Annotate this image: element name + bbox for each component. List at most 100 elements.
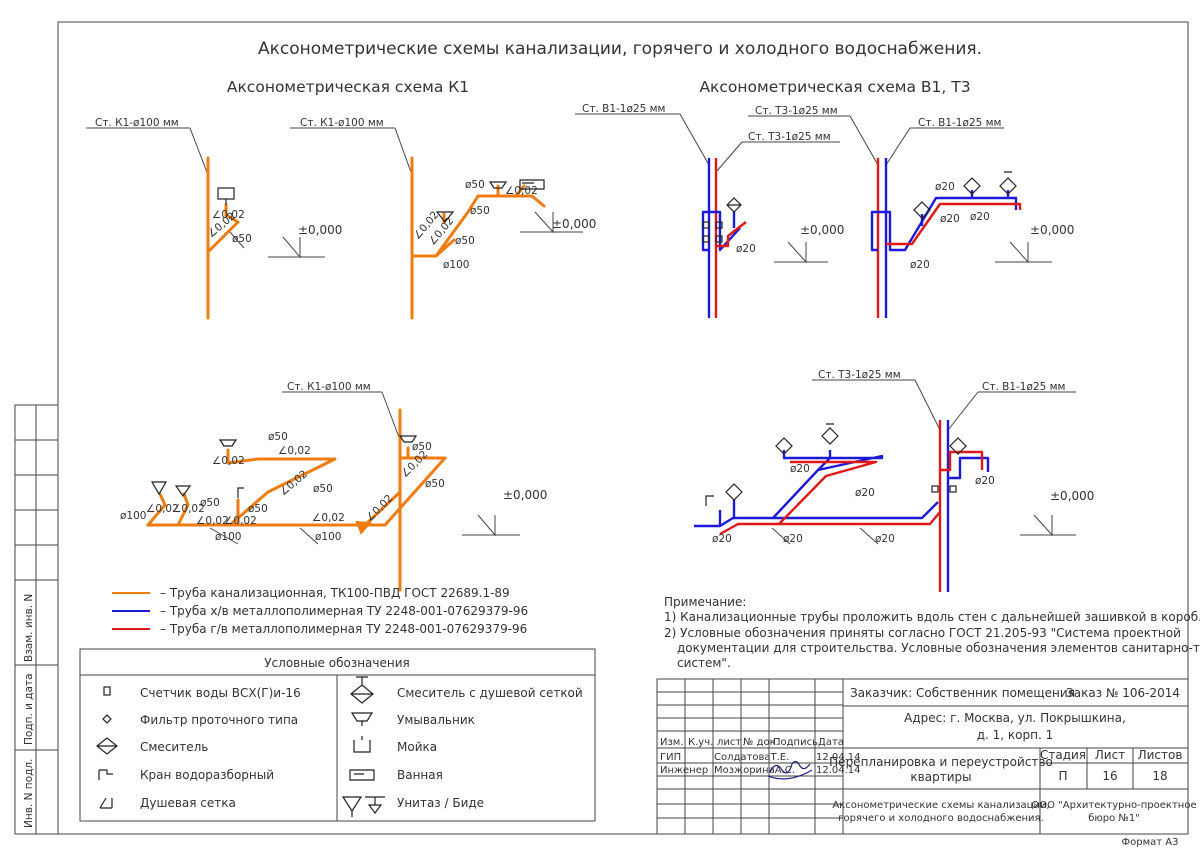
stamp-sheets-header: Листов — [1138, 748, 1183, 762]
mixer-icon — [96, 737, 118, 755]
shower-mixer-icon — [726, 197, 742, 213]
water-meter-icon — [949, 485, 957, 493]
stamp-role: Инженер — [660, 765, 708, 776]
stamp-header: № док. — [743, 737, 779, 748]
level-mark: ±0,000 — [552, 217, 596, 231]
level-mark: ±0,000 — [1050, 489, 1094, 503]
stamp-name: СолдатоваТ.Е. — [714, 752, 789, 763]
notes-line: систем". — [677, 656, 731, 670]
bidet-icon — [174, 485, 192, 498]
washbasin-icon — [218, 439, 238, 447]
shower-mixer-icon — [821, 423, 839, 445]
diameter-label: ø20 — [975, 475, 995, 487]
slope-label: ∠0,02 — [399, 448, 431, 480]
mixer-icon — [725, 483, 743, 501]
pipe-legend-item: – Труба х/в металлополимерная ТУ 2248-00… — [160, 604, 528, 618]
toilet-icon — [435, 211, 455, 223]
toilet-bidet-icon — [341, 796, 385, 817]
stamp-customer: Заказчик: Собственник помещения — [850, 686, 1075, 700]
scheme-b1t3-title: Аксонометрическая схема В1, Т3 — [699, 78, 970, 96]
level-mark: ±0,000 — [503, 488, 547, 502]
diameter-label: ø20 — [783, 533, 803, 545]
water-meter-icon — [931, 485, 939, 493]
k1-diagram-1: Ст. К1-ø100 мм ∠0,02 ∠0,02 ø50 ±0,000 — [86, 117, 342, 320]
legend-item-label: Ванная — [397, 768, 443, 782]
notes: Примечание: 1) Канализационные трубы про… — [664, 595, 1200, 670]
stamp-project: Перепланировка и переустройство — [829, 755, 1053, 769]
stamp-org: бюро №1" — [1088, 813, 1140, 824]
diameter-label: ø20 — [790, 463, 810, 475]
diameter-label: ø50 — [200, 497, 220, 509]
shower-mixer-icon — [999, 171, 1017, 195]
b1t3-diagram-1: Ст. В1-1ø25 мм Ст. Т3-1ø25 мм ø20 ±0,000 — [575, 103, 844, 318]
riser-label: Ст. К1-ø100 мм — [95, 117, 179, 129]
slope-label: ∠0,02 — [278, 445, 311, 457]
diameter-label: ø50 — [455, 235, 475, 247]
stamp-date: 12.04.14 — [816, 765, 861, 776]
level-mark: ±0,000 — [1030, 223, 1074, 237]
legend-item-label: Умывальник — [397, 713, 475, 727]
stamp-drawing: горячего и холодного водоснабжения. — [838, 813, 1043, 824]
stamp-drawing: Аксонометрические схемы канализации, — [832, 800, 1049, 811]
stamp-header: лист — [717, 737, 741, 748]
stamp-header: Дата — [818, 737, 844, 748]
slope-label: ∠0,02 — [196, 515, 229, 527]
washbasin-icon — [398, 435, 418, 443]
diameter-label: ø20 — [855, 487, 875, 499]
stamp-address: Адрес: г. Москва, ул. Покрышкина, — [904, 711, 1126, 725]
diameter-label: ø50 — [232, 233, 252, 245]
legend-item-label: Мойка — [397, 740, 437, 754]
legend-item-label: Счетчик воды ВСХ(Г)и-16 — [140, 686, 301, 700]
symbols-legend: Условные обозначения Счетчик воды ВСХ(Г)… — [79, 648, 596, 822]
side-stamp-label: Подп. и дата — [23, 673, 35, 745]
washbasin-icon — [488, 181, 508, 189]
legend-item-label: Смеситель с душевой сеткой — [397, 686, 583, 700]
mixer-icon — [949, 437, 967, 455]
legend-item-label: Смеситель — [140, 740, 208, 754]
diameter-label: ø20 — [970, 211, 990, 223]
bathtub-icon — [519, 179, 545, 190]
riser-label: Ст. Т3-1ø25 мм — [755, 105, 838, 117]
diameter-label: ø20 — [910, 259, 930, 271]
diameter-label: ø50 — [248, 503, 268, 515]
diameter-label: ø50 — [465, 179, 485, 191]
toilet-icon — [150, 481, 168, 496]
diameter-label: ø100 — [315, 531, 341, 543]
diameter-label: ø50 — [268, 431, 288, 443]
stamp-header: Подпись — [773, 737, 818, 748]
pipe-legend-item: – Труба канализационная, ТК100-ПВД ГОСТ … — [160, 586, 510, 600]
water-meter-icon — [715, 221, 723, 229]
stamp-sheet: 16 — [1102, 769, 1117, 783]
symbols-legend-title: Условные обозначения — [264, 656, 410, 670]
diameter-label: ø100 — [120, 510, 146, 522]
riser-label: Ст. В1-1ø25 мм — [918, 117, 1001, 129]
diameter-label: ø100 — [215, 531, 241, 543]
b1t3-diagram-2: Ст. Т3-1ø25 мм Ст. В1-1ø25 мм ø20 ø20 ø2… — [748, 105, 1074, 318]
legend-item-label: Унитаз / Биде — [397, 796, 484, 810]
scheme-k1-title: Аксонометрическая схема К1 — [227, 78, 469, 96]
level-mark: ±0,000 — [800, 223, 844, 237]
legend-item-label: Фильтр проточного типа — [140, 713, 298, 727]
stamp-stage-header: Стадия — [1040, 748, 1086, 762]
stamp-project: квартиры — [910, 770, 971, 784]
slope-label: ∠0,02 — [505, 185, 538, 197]
notes-line: 2) Условные обозначения приняты согласно… — [664, 626, 1181, 640]
shower-mixer-icon — [350, 676, 374, 704]
filter-icon — [102, 714, 112, 724]
slope-label: ∠0,02 — [212, 209, 245, 221]
side-stamp-label: Инв. N подл. — [23, 759, 35, 828]
notes-line: 1) Канализационные трубы проложить вдоль… — [664, 610, 1200, 624]
riser-label: Ст. В1-1ø25 мм — [582, 103, 665, 115]
signature — [767, 760, 813, 780]
b1t3-diagram-3: Ст. Т3-1ø25 мм Ст. В1-1ø25 мм ø20 ø20 ø2… — [694, 369, 1094, 592]
tap-icon — [98, 769, 113, 780]
sink-icon — [353, 736, 371, 753]
legend-item-label: Кран водоразборный — [140, 768, 274, 782]
bathtub-icon — [349, 769, 375, 781]
pipe-legend-item: – Труба г/в металлополимерная ТУ 2248-00… — [160, 622, 527, 636]
washbasin-icon — [350, 712, 374, 726]
riser-label: Ст. В1-1ø25 мм — [982, 381, 1065, 393]
stamp-date: 12.04.14 — [816, 752, 861, 763]
stamp-role: ГИП — [660, 752, 681, 763]
